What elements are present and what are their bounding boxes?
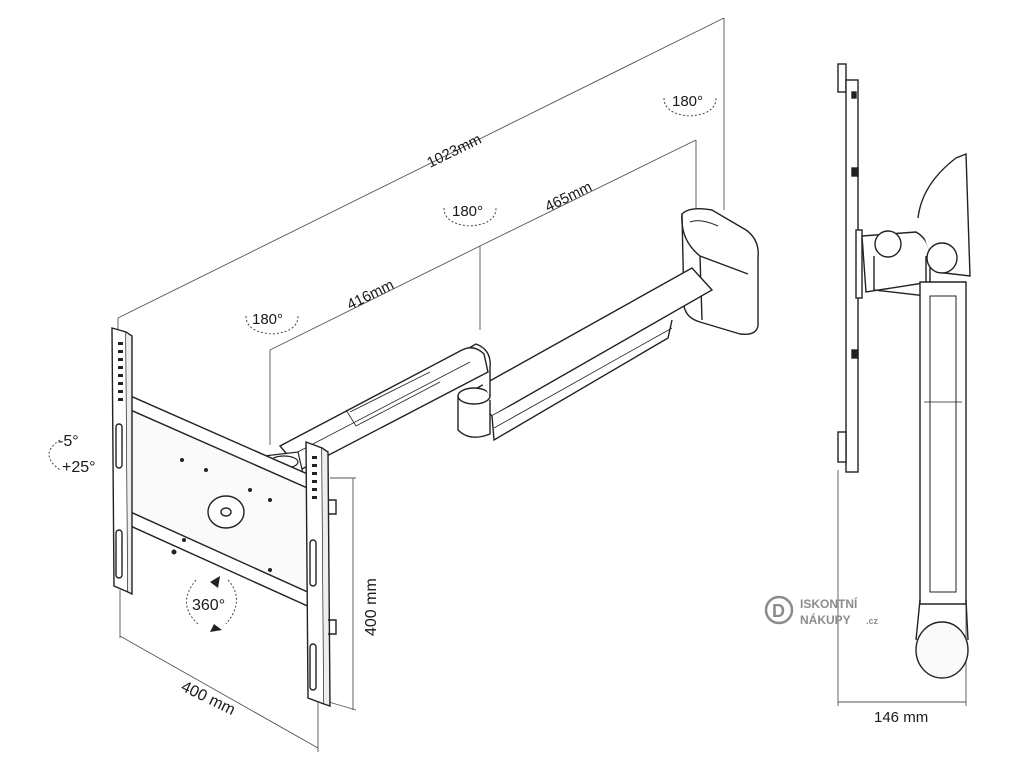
- wall-pivot-rotation-label: 180°: [672, 93, 703, 110]
- wall-bracket: [681, 207, 759, 336]
- logo-line-1: ISKONTNÍ: [800, 596, 858, 611]
- left-vertical-rail: [111, 327, 133, 596]
- discount-shop-logo: D ISKONTNÍ NÁKUPY .cz: [764, 595, 879, 627]
- middle-pivot-rotation-label: 180°: [452, 203, 483, 220]
- tilt-up-label: -5°: [58, 433, 79, 450]
- total-reach-label: 1023mm: [424, 131, 484, 172]
- segment-1-length-label: 416mm: [344, 276, 396, 313]
- dimension-lines: [117, 17, 967, 752]
- plate-height-label: 400 mm: [363, 578, 380, 636]
- rotation-arrowheads: [210, 576, 222, 632]
- arm-first-segment: [278, 347, 489, 471]
- vesa-plate: [125, 392, 317, 610]
- left-rail-slots: [118, 342, 123, 401]
- side-view-arm: [861, 152, 971, 679]
- side-view-plate: [837, 63, 863, 473]
- right-rail-slots: [312, 456, 317, 499]
- logo-suffix: .cz: [866, 616, 879, 626]
- side-depth-label: 146 mm: [874, 709, 928, 726]
- arm-second-segment: [468, 267, 714, 442]
- rotation-arcs: [48, 97, 717, 625]
- right-vertical-rail: [305, 440, 337, 707]
- plate-width-label: 400 mm: [178, 678, 237, 719]
- logo-mark-letter: D: [772, 601, 785, 621]
- logo-line-2: NÁKUPY: [800, 612, 851, 627]
- tilt-down-label: +25°: [62, 459, 96, 476]
- logo-mark-icon: [764, 595, 794, 625]
- segment-2-length-label: 465mm: [542, 178, 594, 215]
- plate-rotation-label: 360°: [192, 597, 225, 614]
- head-pivot-rotation-label: 180°: [252, 311, 283, 328]
- vesa-holes: [171, 458, 272, 572]
